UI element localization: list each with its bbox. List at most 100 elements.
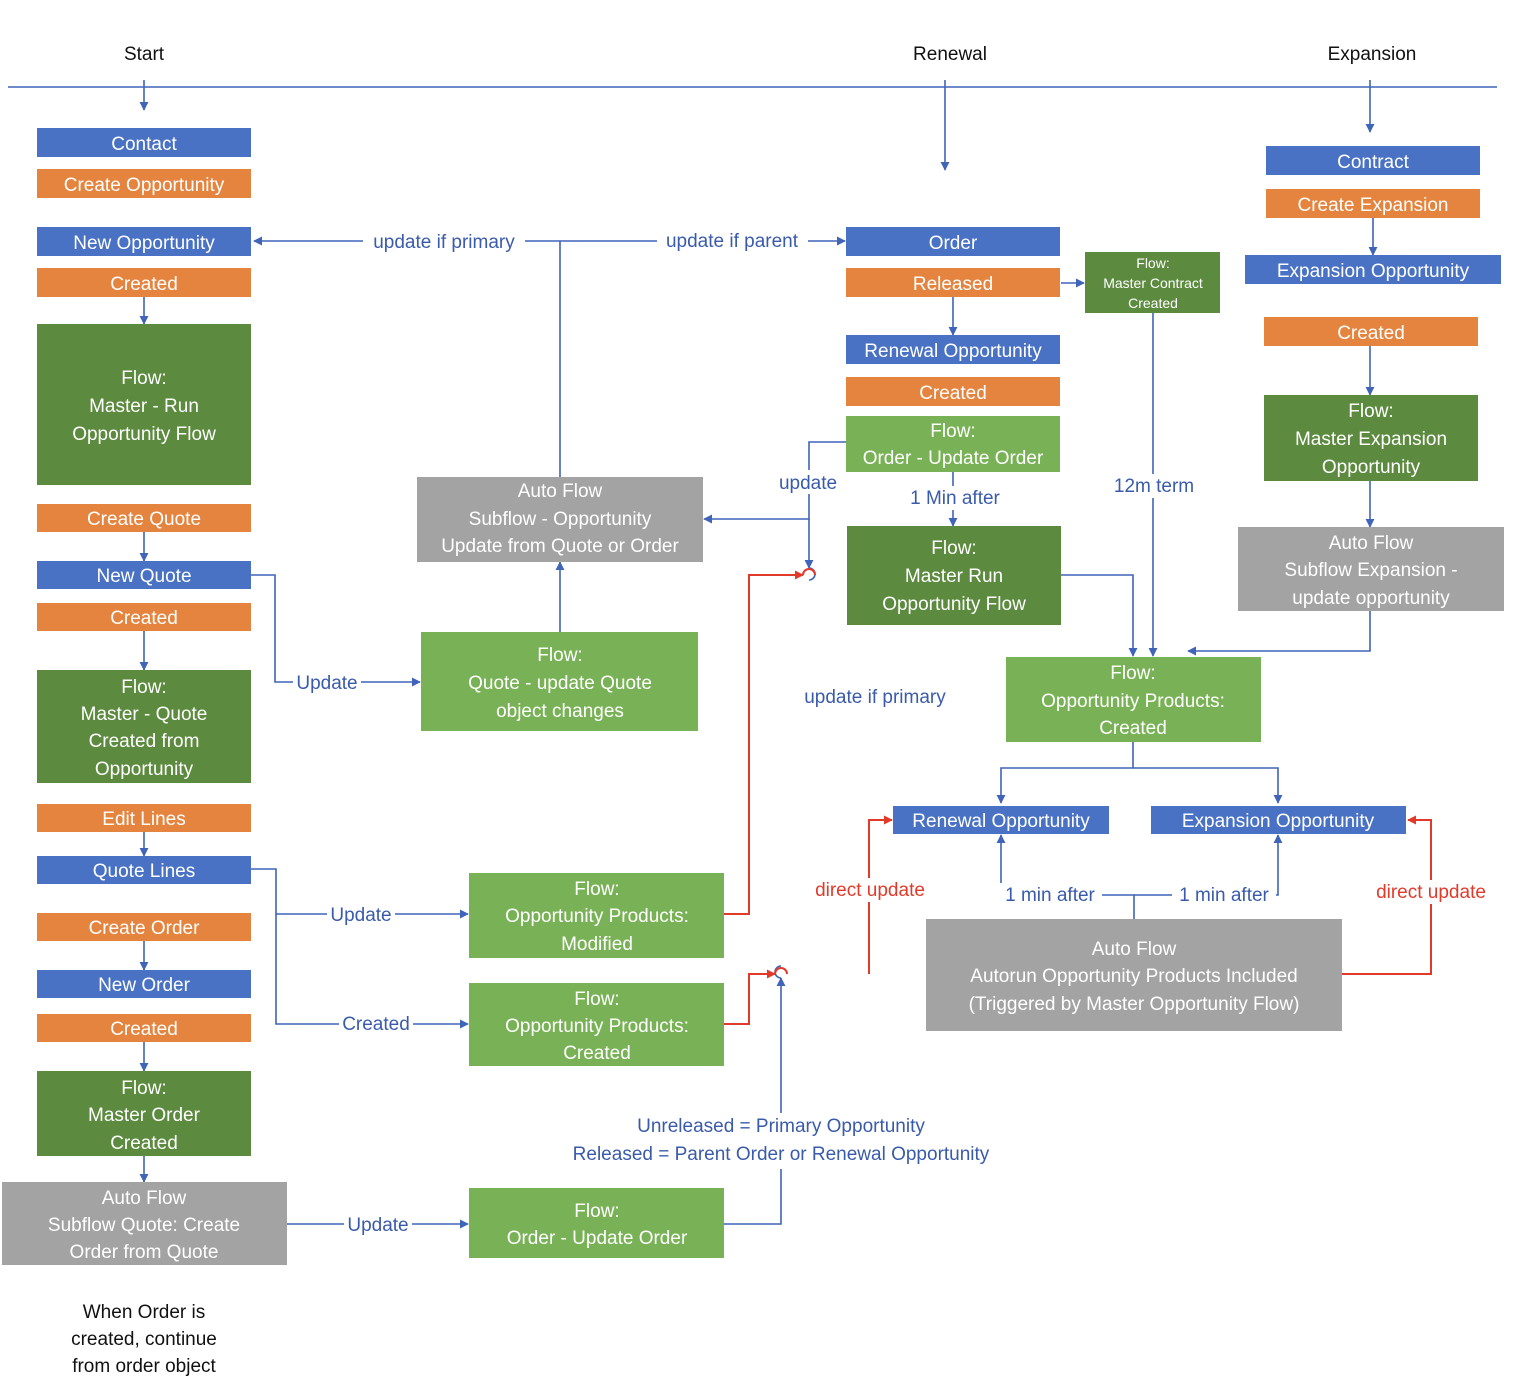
- flow-opp-created-left-line-2: Opportunity Products:: [505, 1016, 689, 1037]
- box-contact-label: Contact: [111, 134, 177, 155]
- flow-master-run-opp-line-1: Flow:: [121, 368, 166, 389]
- flow-opp-modified-line-2: Opportunity Products:: [505, 906, 689, 927]
- box-renewal-opportunity-top-label: Renewal Opportunity: [864, 341, 1042, 362]
- box-flow-opp-products-created-right[interactable]: Flow: Opportunity Products: Created: [1006, 657, 1261, 742]
- footer-note-line-2: created, continue: [71, 1329, 217, 1350]
- box-edit-lines[interactable]: Edit Lines: [37, 804, 251, 832]
- auto-subflow-expansion-line-1: Auto Flow: [1329, 533, 1414, 554]
- flow-opp-created-left-line-1: Flow:: [574, 989, 619, 1010]
- box-contract-label: Contract: [1337, 152, 1410, 173]
- flow-master-run-opp-flow-line-3: Opportunity Flow: [882, 594, 1026, 615]
- box-renewal-opportunity-bottom[interactable]: Renewal Opportunity: [893, 806, 1109, 834]
- label-update-lines: Update: [330, 905, 391, 926]
- box-created-4-label: Created: [919, 383, 987, 404]
- box-created-4[interactable]: Created: [846, 377, 1060, 406]
- box-auto-subflow-expansion[interactable]: Auto Flow Subflow Expansion - update opp…: [1238, 527, 1504, 611]
- box-contact[interactable]: Contact: [37, 128, 251, 157]
- box-created-2[interactable]: Created: [37, 603, 251, 631]
- auto-subflow-opp-line-3: Update from Quote or Order: [441, 536, 679, 557]
- label-direct-update-left: direct update: [815, 880, 925, 901]
- label-one-min-after-left: 1 min after: [1005, 885, 1095, 906]
- box-expansion-opportunity-top[interactable]: Expansion Opportunity: [1245, 255, 1501, 284]
- box-quote-lines[interactable]: Quote Lines: [37, 856, 251, 884]
- box-released[interactable]: Released: [846, 268, 1060, 297]
- flow-master-quote-line-2: Master - Quote: [81, 704, 208, 725]
- box-flow-order-update-bottom[interactable]: Flow: Order - Update Order: [469, 1188, 724, 1258]
- flow-master-contract-line-2: Master Contract: [1103, 275, 1203, 291]
- box-new-order[interactable]: New Order: [37, 970, 251, 998]
- box-created-3-label: Created: [110, 1019, 178, 1040]
- auto-subflow-expansion-line-2: Subflow Expansion -: [1284, 560, 1457, 581]
- flow-order-update-top-line-1: Flow:: [930, 421, 975, 442]
- box-create-quote-label: Create Quote: [87, 509, 201, 530]
- box-created-1[interactable]: Created: [37, 268, 251, 297]
- box-flow-master-expansion[interactable]: Flow: Master Expansion Opportunity: [1264, 395, 1478, 481]
- box-auto-autorun[interactable]: Auto Flow Autorun Opportunity Products I…: [926, 919, 1342, 1031]
- box-new-opportunity-label: New Opportunity: [73, 233, 215, 254]
- flow-master-contract-line-1: Flow:: [1136, 255, 1169, 271]
- flow-opp-created-right-line-2: Opportunity Products:: [1041, 691, 1225, 712]
- box-released-label: Released: [913, 274, 993, 295]
- auto-autorun-line-1: Auto Flow: [1092, 939, 1177, 960]
- flow-master-quote-line-4: Opportunity: [95, 759, 194, 780]
- arrow-newquote-update: [251, 574, 421, 687]
- box-flow-master-order[interactable]: Flow: Master Order Created: [37, 1071, 251, 1156]
- flow-master-run-opp-flow-line-2: Master Run: [905, 566, 1003, 587]
- auto-subflow-quote-line-3: Order from Quote: [70, 1242, 219, 1263]
- box-auto-subflow-opportunity[interactable]: Auto Flow Subflow - Opportunity Update f…: [417, 477, 703, 562]
- box-flow-master-quote[interactable]: Flow: Master - Quote Created from Opport…: [37, 670, 251, 783]
- arrow-orderupdate-subflowopp: [724, 977, 786, 1225]
- box-created-1-label: Created: [110, 274, 178, 295]
- box-create-expansion[interactable]: Create Expansion: [1266, 189, 1480, 218]
- label-update-quote: Update: [296, 673, 357, 694]
- flow-master-expansion-line-3: Opportunity: [1322, 457, 1421, 478]
- arrow-quotelines-created: [275, 914, 469, 1029]
- connector-labels: update if primary update if parent Updat…: [293, 229, 1495, 1236]
- box-flow-opp-products-modified[interactable]: Flow: Opportunity Products: Modified: [469, 873, 724, 958]
- footer-note-line-3: from order object: [72, 1356, 216, 1377]
- box-created-5-label: Created: [1337, 323, 1405, 344]
- arrow-oppproducts-expansion: [1133, 767, 1283, 804]
- flow-master-quote-line-3: Created from: [89, 731, 200, 752]
- box-new-opportunity[interactable]: New Opportunity: [37, 227, 251, 256]
- box-create-quote[interactable]: Create Quote: [37, 504, 251, 532]
- box-contract[interactable]: Contract: [1266, 146, 1480, 175]
- label-update-if-primary-top: update if primary: [373, 232, 515, 253]
- red-connectors: [724, 568, 1432, 1025]
- arrow-oppproducts-renewal: [996, 742, 1134, 804]
- label-twelve-m-term: 12m term: [1114, 476, 1194, 497]
- box-auto-subflow-quote[interactable]: Auto Flow Subflow Quote: Create Order fr…: [2, 1182, 287, 1265]
- box-order[interactable]: Order: [846, 227, 1060, 256]
- flow-master-run-opp-line-2: Master - Run: [89, 396, 199, 417]
- flow-opp-modified-line-3: Modified: [561, 934, 633, 955]
- box-expansion-opportunity-top-label: Expansion Opportunity: [1277, 261, 1470, 282]
- box-flow-master-contract[interactable]: Flow: Master Contract Created: [1085, 252, 1220, 313]
- box-create-opportunity[interactable]: Create Opportunity: [37, 169, 251, 198]
- box-flow-quote-update[interactable]: Flow: Quote - update Quote object change…: [421, 632, 698, 731]
- box-flow-master-run-opp-flow[interactable]: Flow: Master Run Opportunity Flow: [847, 526, 1061, 625]
- label-one-min-after-right: 1 min after: [1179, 885, 1269, 906]
- box-flow-order-update-top[interactable]: Flow: Order - Update Order: [846, 416, 1060, 472]
- flow-opp-created-left-line-3: Created: [563, 1043, 631, 1064]
- flow-order-update-top-line-2: Order - Update Order: [863, 448, 1044, 469]
- box-flow-opp-products-created-left[interactable]: Flow: Opportunity Products: Created: [469, 983, 724, 1066]
- flow-opp-created-right-line-3: Created: [1099, 718, 1167, 739]
- box-flow-master-run-opp[interactable]: Flow: Master - Run Opportunity Flow: [37, 324, 251, 485]
- box-created-3[interactable]: Created: [37, 1014, 251, 1042]
- box-renewal-opportunity-top[interactable]: Renewal Opportunity: [846, 335, 1060, 364]
- box-new-quote[interactable]: New Quote: [37, 561, 251, 589]
- box-expansion-opportunity-bottom[interactable]: Expansion Opportunity: [1151, 806, 1406, 834]
- footer-note-line-1: When Order is: [83, 1302, 205, 1323]
- box-create-opportunity-label: Create Opportunity: [64, 175, 225, 196]
- flow-master-expansion-line-2: Master Expansion: [1295, 429, 1447, 450]
- auto-subflow-quote-line-1: Auto Flow: [102, 1188, 187, 1209]
- box-order-label: Order: [929, 233, 978, 254]
- flow-master-order-line-2: Master Order: [88, 1105, 201, 1126]
- box-created-5[interactable]: Created: [1264, 317, 1478, 346]
- label-direct-update-right: direct update: [1376, 882, 1486, 903]
- flow-master-order-line-3: Created: [110, 1133, 178, 1154]
- flow-order-update-bottom-line-1: Flow:: [574, 1201, 619, 1222]
- label-released-note: Released = Parent Order or Renewal Oppor…: [573, 1144, 990, 1165]
- box-create-order[interactable]: Create Order: [37, 913, 251, 941]
